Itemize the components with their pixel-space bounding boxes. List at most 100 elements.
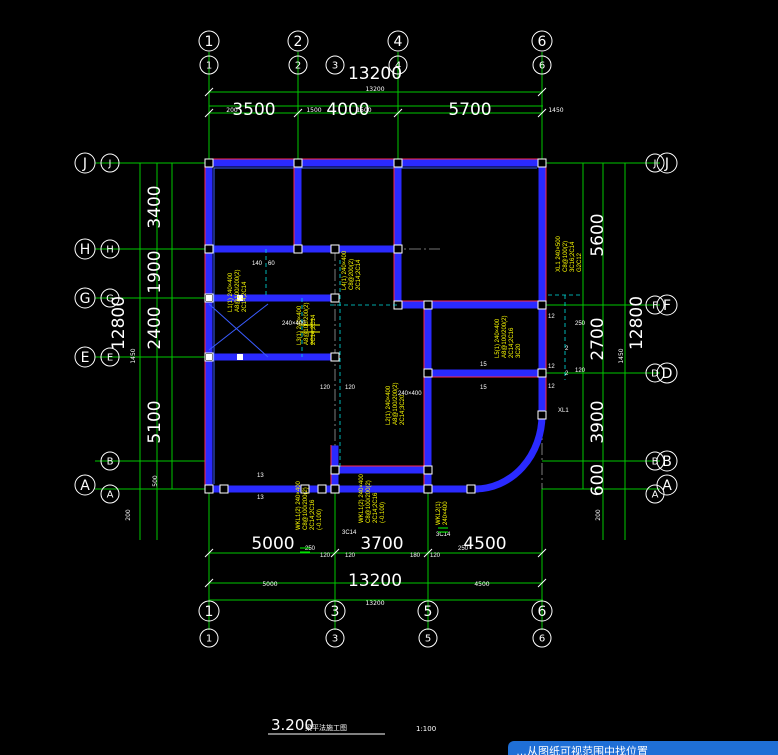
annot-l5-0: L5(1) 240×400 (495, 318, 501, 358)
axis-top-small-4-label: 6 (539, 61, 545, 72)
dim-bottom-small-1: 4500 (474, 581, 489, 588)
axis-bottom-big-2-circle (417, 600, 439, 622)
axis-right-small-2-label: D (651, 369, 659, 380)
annot-l3-1: A8@100/200(2) (304, 303, 310, 345)
axis-left-big-4-circle (74, 474, 96, 496)
dimension-lines (95, 52, 660, 630)
axis-top-big-3-circle (531, 30, 553, 52)
axis-left-big-1-circle (74, 238, 96, 260)
annot-l4-1: C8@200(2) (349, 259, 355, 290)
axis-bottom-small-3-circle (532, 628, 552, 648)
dim-right-span-2: 3900 (588, 400, 608, 443)
centerlines (208, 163, 543, 489)
axis-top-big-0-label: 1 (205, 34, 214, 50)
annot-xl1-3: G2C12 (577, 252, 583, 272)
axis-right-small-3-label: B (652, 457, 659, 468)
dim-left-span-2: 2400 (145, 306, 165, 349)
axis-bottom-big-0-label: 1 (205, 604, 214, 620)
dim-bottom-span-2: 4500 (463, 534, 506, 554)
dim-bottom-span-0: 5000 (251, 534, 294, 554)
axis-left-big-0-label: J (82, 156, 87, 172)
annot-misc-2: 120 (320, 553, 331, 559)
drawing-title-block: 3.200 梁平法施工图 1:100 (268, 716, 436, 735)
annot-l1-0: L1(1) 240×400 (228, 272, 234, 312)
dim-top-total: 13200 (348, 64, 402, 84)
dim-top-total-small: 13200 (365, 86, 384, 93)
annot-wkl1-2: 2C14;2C16 (310, 499, 316, 530)
annot-misc-23: 240×400 (398, 391, 422, 397)
annot-misc-10: 15 (480, 385, 487, 391)
axis-left-big-3-label: E (81, 350, 90, 366)
drawing-scale: 1:100 (416, 725, 436, 733)
axis-left-big-2-circle (74, 287, 96, 309)
axis-left-small-0-label: J (108, 159, 112, 170)
annot-misc-25: 120 (575, 368, 586, 374)
annot-wkl2-2: 2C14;2C16 (373, 492, 379, 523)
axis-right-big-3-label: B (662, 454, 672, 470)
dim-right-small-1: 200 (595, 509, 602, 521)
annot-misc-12: 13 (257, 495, 264, 501)
white-columns (206, 295, 243, 360)
annot-l3-2: 2C14;2C14 (311, 314, 317, 345)
annot-misc-17: 250 (305, 546, 316, 552)
dim-left-small-1: 500 (152, 475, 159, 487)
axis-left-small-4-circle (100, 451, 120, 471)
columns (204, 158, 547, 494)
axis-bottom-small-0-circle (199, 628, 219, 648)
drawing-title-suffix: 梁平法施工图 (305, 723, 347, 732)
axis-bottom-small-2-circle (418, 628, 438, 648)
axis-right-big-2-circle (656, 362, 678, 384)
axis-top-big-3-label: 6 (538, 34, 547, 50)
wall-edges (204, 158, 547, 493)
axis-left-small-4-label: B (107, 457, 114, 468)
axis-bottom-big-1-circle (324, 600, 346, 622)
annot-misc-18: 250 (458, 546, 469, 552)
annot-misc-7: 12 (548, 364, 555, 370)
axis-right-big-2-label: D (662, 366, 673, 382)
annot-l1-1: A8@100/200(2) (235, 270, 241, 312)
axis-right-big-3-circle (656, 450, 678, 472)
axis-bottom-big-0-circle (198, 600, 220, 622)
axis-bottom-small-1-label: 3 (332, 634, 338, 645)
dim-right-span-3: 600 (588, 464, 608, 496)
annot-misc-5: 120 (430, 553, 441, 559)
dim-left-span-0: 3400 (145, 185, 165, 228)
annot-l5-3: 3C20 (516, 343, 522, 358)
axis-left-big-0-circle (74, 152, 96, 174)
annot-misc-15: 140 (252, 261, 263, 267)
axis-right-big-0-circle (656, 152, 678, 174)
dim-top-span-2: 5700 (448, 100, 491, 120)
annot-xl1-2: 3C16;2C14 (570, 241, 576, 272)
dim-top-small-0: 200 (226, 107, 238, 114)
axis-top-big-0-circle (198, 30, 220, 52)
beams (205, 159, 546, 493)
dim-bottom-total-small: 13200 (365, 600, 384, 607)
dim-left-span-1: 1900 (145, 250, 165, 293)
axis-left-small-2-label: G (106, 294, 114, 305)
annot-misc-14: 2 (565, 371, 569, 377)
axis-bottom-small-1-circle (325, 628, 345, 648)
axis-left-small-1-circle (100, 239, 120, 259)
annot-misc-8: 12 (548, 384, 555, 390)
annot-l1-2: 2C14;2C14 (242, 281, 248, 312)
axis-right-small-0-label: J (653, 159, 657, 170)
axis-right-small-1-circle (645, 295, 665, 315)
axis-bottom-small-0-label: 1 (206, 634, 212, 645)
axis-bottom-small-3-label: 6 (539, 634, 545, 645)
annot-misc-21: XL1 (558, 408, 569, 414)
axis-top-big-2-label: 4 (394, 34, 403, 50)
axis-left-small-3-circle (100, 347, 120, 367)
axis-top-small-1-circle (288, 55, 308, 75)
annot-misc-22: 240×400 (282, 321, 306, 327)
dim-left-total: 12800 (109, 296, 129, 350)
dim-left-small-2: 200 (125, 509, 132, 521)
dim-right-span-1: 2700 (588, 317, 608, 360)
annot-misc-20: 3C14 (436, 532, 451, 538)
axis-left-big-1-label: H (80, 242, 91, 258)
hint-bar[interactable]: …从图纸可视范围中找位置 (508, 741, 778, 755)
dim-top-small-2: 1500 (356, 107, 371, 114)
